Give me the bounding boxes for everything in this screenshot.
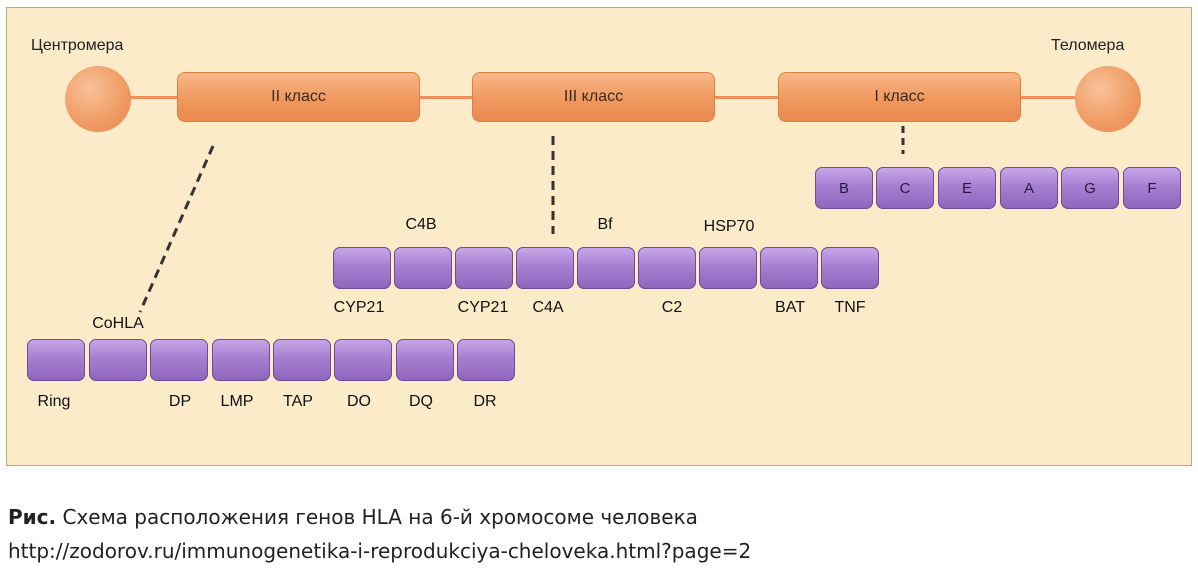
gene-block: [760, 247, 818, 289]
gene-label-cohla: CoHLA: [92, 315, 144, 332]
gene-block-f: F: [1123, 167, 1181, 209]
gene-block: [273, 339, 331, 381]
gene-label-tnf: TNF: [834, 299, 866, 316]
gene-label-cyp21: CYP21: [457, 299, 509, 316]
gene-block-e: E: [938, 167, 996, 209]
class-2-box: II класс: [177, 72, 420, 122]
gene-block: [455, 247, 513, 289]
gene-block: [150, 339, 208, 381]
gene-block: [394, 247, 452, 289]
gene-block-c: C: [876, 167, 934, 209]
gene-label-ring: Ring: [37, 393, 71, 410]
telomere-label: Теломера: [1051, 37, 1125, 54]
class-1-box: I класс: [778, 72, 1021, 122]
gene-label-dr: DR: [473, 393, 497, 410]
gene-block: [577, 247, 635, 289]
gene-label-c4a: C4A: [532, 299, 564, 316]
gene-block: [699, 247, 757, 289]
centromere-label: Центромера: [31, 37, 124, 54]
hla-gene-map-diagram: Центромера Теломера II класс III класс I…: [6, 7, 1192, 466]
gene-block-b: B: [815, 167, 873, 209]
gene-block: [333, 247, 391, 289]
caption-line: Рис. Схема расположения генов HLA на 6-й…: [8, 500, 751, 534]
gene-label-dq: DQ: [409, 393, 433, 410]
leader-lines: [138, 126, 905, 313]
gene-label-cyp21: CYP21: [333, 299, 385, 316]
caption-text: Схема расположения генов HLA на 6-й хром…: [56, 505, 698, 529]
gene-block-a: A: [1000, 167, 1058, 209]
caption-source-url[interactable]: http://zodorov.ru/immunogenetika-i-repro…: [8, 539, 752, 563]
telomere-ball: [1075, 66, 1141, 132]
gene-block: [89, 339, 147, 381]
gene-block-g: G: [1061, 167, 1119, 209]
gene-label-hsp70: HSP70: [703, 218, 755, 235]
gene-block: [27, 339, 85, 381]
gene-label-bat: BAT: [775, 299, 805, 316]
gene-block: [212, 339, 270, 381]
gene-label-bf: Bf: [597, 216, 613, 233]
gene-label-tap: TAP: [283, 393, 313, 410]
gene-label-do: DO: [347, 393, 371, 410]
gene-label-c2: C2: [661, 299, 683, 316]
gene-block: [396, 339, 454, 381]
caption-prefix: Рис.: [8, 505, 57, 529]
class-2-leader: [138, 145, 215, 313]
gene-block: [334, 339, 392, 381]
gene-label-dp: DP: [168, 393, 192, 410]
gene-block: [516, 247, 574, 289]
figure-caption: Рис. Схема расположения генов HLA на 6-й…: [8, 500, 751, 568]
class-3-box: III класс: [472, 72, 715, 122]
centromere-ball: [65, 66, 131, 132]
gene-block: [821, 247, 879, 289]
gene-block: [457, 339, 515, 381]
gene-label-c4b: C4B: [405, 216, 437, 233]
gene-label-lmp: LMP: [220, 393, 254, 410]
gene-block: [638, 247, 696, 289]
